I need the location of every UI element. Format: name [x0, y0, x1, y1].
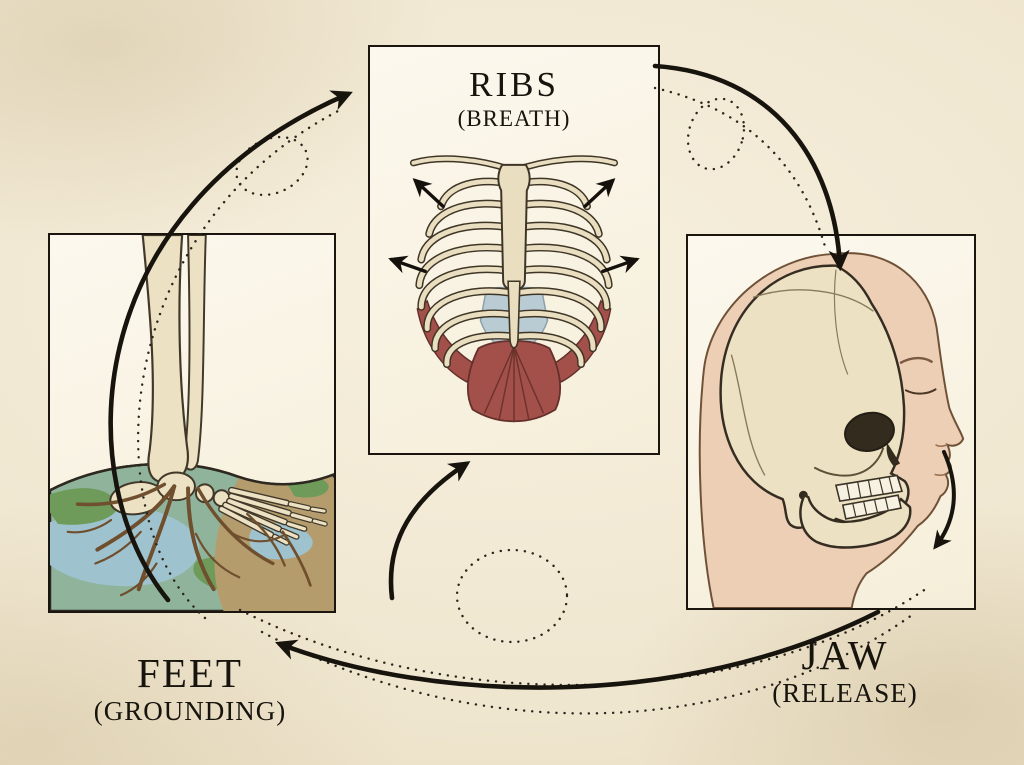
jaw-caption: JAW (RELEASE) [700, 632, 990, 709]
ribcage-illustration [388, 155, 640, 423]
ribs [415, 177, 613, 369]
jaw-sublabel: (RELEASE) [772, 678, 918, 709]
intercostal-muscles [416, 299, 612, 423]
skull [719, 264, 912, 549]
feet-label: FEET [137, 650, 243, 696]
skull-illustration [698, 252, 965, 608]
ribs-title: RIBS [469, 65, 559, 104]
leg-bones [141, 235, 207, 484]
ribs-panel: RIBS (BREATH) [368, 45, 660, 455]
feet-panel [48, 233, 336, 613]
jaw-panel [686, 234, 976, 610]
arrow-up-to-ribs-bottom [388, 461, 471, 601]
ribs-subtitle: (BREATH) [457, 105, 571, 131]
jaw-label: JAW [801, 632, 889, 678]
breath-expansion-arrows [388, 178, 640, 274]
foot-illustration [50, 235, 334, 611]
feet-caption: FEET (GROUNDING) [30, 650, 350, 727]
feet-sublabel: (GROUNDING) [93, 696, 287, 727]
sternum [497, 163, 531, 349]
